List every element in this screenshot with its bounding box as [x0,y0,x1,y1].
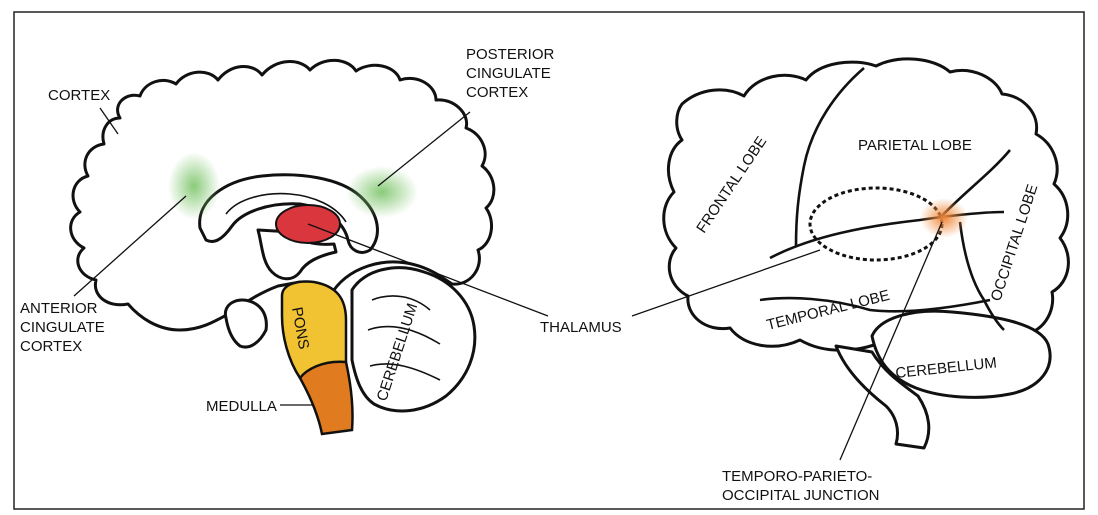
posterior-cingulate-highlight [346,166,418,218]
label-acc-line3: CORTEX [20,338,82,355]
label-acc-line1: ANTERIOR [20,300,98,317]
label-tpoj-line1: TEMPORO-PARIETO- [722,468,872,485]
label-medulla: MEDULLA [206,398,277,415]
label-pcc-line3: CORTEX [466,84,528,101]
anterior-cingulate-highlight [168,152,220,220]
label-acc-line2: CINGULATE [20,319,105,336]
label-parietal-lobe: PARIETAL LOBE [858,137,972,154]
tpoj-highlight [920,198,968,238]
label-pcc-line2: CINGULATE [466,65,551,82]
label-tpoj-line2: OCCIPITAL JUNCTION [722,487,880,504]
label-pcc-line1: POSTERIOR [466,46,555,63]
label-cortex: CORTEX [48,87,110,104]
label-thalamus: THALAMUS [540,319,622,336]
